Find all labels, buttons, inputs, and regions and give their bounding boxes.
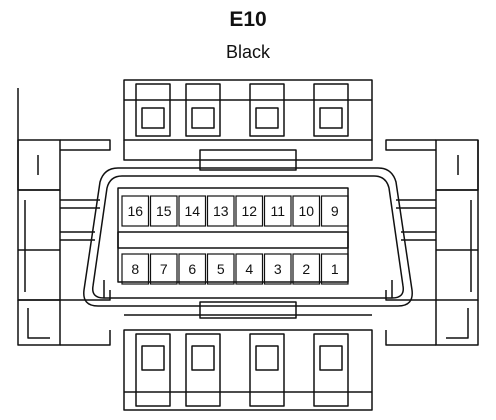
pin-number-label: 13 [213,203,229,219]
pin-number-label: 14 [184,203,200,219]
connector-id-label: E10 [229,8,267,31]
pin-14: 14 [178,195,207,227]
pin-cavity [149,253,178,285]
pin-cavity [292,253,321,285]
pin-number-label: 9 [331,203,339,219]
pin-cavity [206,253,235,285]
pin-number-label: 12 [241,203,257,219]
left-side-latch [17,88,111,346]
pin-number-label: 10 [298,203,314,219]
pin-number-label: 15 [156,203,172,219]
pin-cavity [263,253,292,285]
pin-cavity [292,195,321,227]
pin-row-top: 16 15 14 13 12 11 10 9 [121,195,349,227]
pin-5: 5 [206,253,235,285]
pin-cavity [320,253,349,285]
pin-number-label: 11 [270,203,285,219]
pin-12: 12 [235,195,264,227]
pin-4: 4 [235,253,264,285]
pin-number-label: 1 [331,261,339,277]
top-terminal-locks [123,79,373,171]
pin-cavity [206,195,235,227]
pin-number-label: 6 [188,261,196,277]
pin-cavity [263,195,292,227]
pin-6: 6 [178,253,207,285]
pin-number-label: 3 [274,261,282,277]
pin-cavity [121,195,150,227]
bottom-terminal-locks [123,301,373,411]
right-side-latch [385,139,479,346]
pin-13: 13 [206,195,235,227]
pin-cavity [178,253,207,285]
pin-2: 2 [292,253,321,285]
pin-cavity [235,253,264,285]
pin-number-label: 2 [302,261,310,277]
pin-number-label: 8 [131,261,139,277]
pin-1: 1 [320,253,349,285]
pin-7: 7 [149,253,178,285]
pin-10: 10 [292,195,321,227]
pin-3: 3 [263,253,292,285]
pin-number-label: 4 [245,261,253,277]
pin-cavity [121,253,150,285]
pin-cavity [320,195,349,227]
pin-number-label: 7 [160,261,168,277]
pin-cavity [235,195,264,227]
pin-row-bottom: 8 7 6 5 4 3 2 1 [121,253,349,285]
pin-15: 15 [149,195,178,227]
pin-number-label: 5 [217,261,225,277]
pin-11: 11 [263,195,292,227]
pin-9: 9 [320,195,349,227]
pin-cavity [178,195,207,227]
pin-8: 8 [121,253,150,285]
connector-housing [83,167,413,307]
pin-cavity [149,195,178,227]
pin-number-label: 16 [127,203,143,219]
pin-16: 16 [121,195,150,227]
connector-color-label: Black [225,42,270,62]
